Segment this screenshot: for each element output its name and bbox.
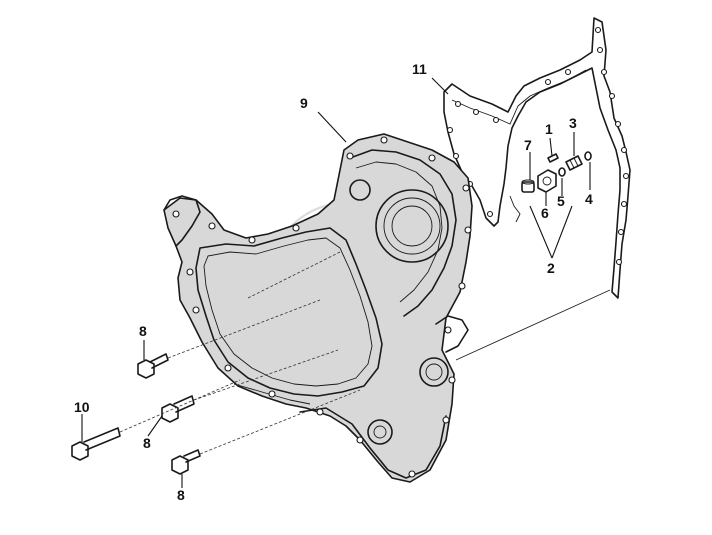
bolt-8-middle [161,395,195,423]
callout-5: 5 [557,193,565,209]
leader-lines [81,77,591,488]
part-7-cap [521,179,535,193]
small-parts-cluster [521,151,592,193]
gasket-outline [443,17,631,299]
callout-11: 11 [412,61,427,77]
callout-8-lower: 8 [177,487,185,503]
part-4-ring [584,151,592,161]
callout-1: 1 [545,121,553,137]
bolt-8-upper [137,353,169,379]
callout-labels: 1 3 7 5 4 6 2 9 11 8 10 8 8 [74,61,593,503]
part-6-valve-body [537,169,557,193]
callout-2: 2 [547,260,555,276]
part-3-plug [565,155,583,171]
bolt-8-lower [171,449,201,475]
callout-9: 9 [300,95,308,111]
callout-3: 3 [569,115,577,131]
callout-7: 7 [524,137,532,153]
callout-10: 10 [74,399,90,415]
callout-4: 4 [585,191,593,207]
bolt-10-long [71,427,121,461]
front-housing-cover [163,133,473,483]
part-5-seal [558,167,566,177]
part-1-pin [547,153,559,163]
assembly-lines [119,251,611,455]
callout-6: 6 [541,205,549,221]
callout-8-middle: 8 [143,435,151,451]
callout-8-upper: 8 [139,323,147,339]
